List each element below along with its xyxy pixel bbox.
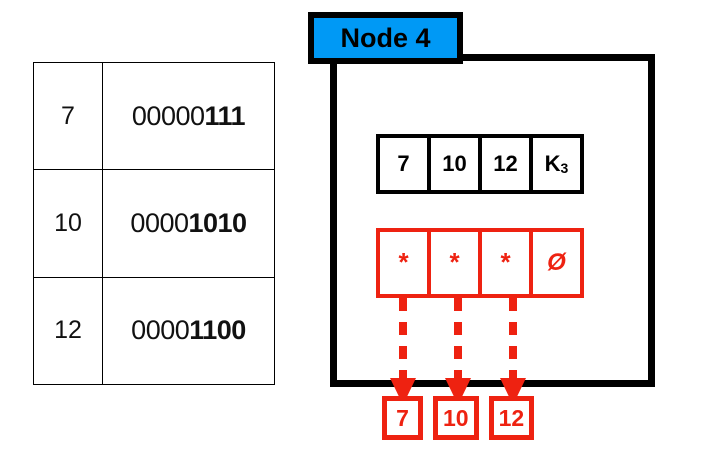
- pointer-cell: *: [376, 228, 431, 298]
- pointer-cell: *: [427, 228, 482, 298]
- pointer-arrow-icon: [500, 298, 526, 405]
- binary-prefix: 0000: [130, 207, 189, 238]
- leaf-value-box: 7: [382, 396, 423, 440]
- pointer-cell: *: [478, 228, 533, 298]
- node-title-label: Node 4: [340, 22, 431, 53]
- key-cell-text: K: [544, 151, 561, 176]
- leaf-value-text: 10: [443, 404, 469, 431]
- null-pointer-icon: Ø: [547, 249, 566, 276]
- key-cell: 10: [427, 134, 482, 194]
- binary-prefix: 00000: [131, 100, 205, 131]
- table-cell-decimal: 12: [33, 276, 103, 386]
- binary-table-body: 7 00000111 10 00001010 12 00001100: [33, 61, 275, 386]
- table-row: 10 00001010: [33, 169, 275, 278]
- binary-suffix: 1010: [188, 207, 248, 238]
- table-cell-decimal: 10: [33, 169, 103, 278]
- key-cell-text: 7: [397, 151, 410, 176]
- pointer-star-icon: *: [500, 247, 511, 278]
- leaf-value-row: 7 10 12: [382, 396, 535, 440]
- pointer-arrow-icon: [445, 298, 471, 405]
- key-cell-subscript: 3: [560, 160, 569, 176]
- binary-suffix: 1100: [189, 315, 246, 346]
- table-row: 7 00000111: [33, 61, 275, 171]
- binary-table: 7 00000111 10 00001010 12 00001100: [33, 61, 275, 386]
- key-cell-text: 10: [442, 151, 467, 176]
- leaf-value-box: 10: [433, 396, 479, 440]
- table-cell-binary: 00001010: [102, 169, 275, 278]
- node-boundary-box: [330, 54, 655, 387]
- key-cell: 12: [478, 134, 533, 194]
- table-row: 12 00001100: [33, 276, 275, 386]
- table-cell-decimal: 7: [33, 61, 103, 171]
- node-title-tab: Node 4: [308, 12, 463, 64]
- table-cell-binary: 00001100: [102, 276, 275, 386]
- pointer-star-icon: *: [398, 247, 409, 278]
- binary-suffix: 111: [204, 100, 246, 131]
- pointer-star-icon: *: [449, 247, 460, 278]
- leaf-value-text: 7: [396, 404, 409, 431]
- leaf-value-box: 12: [488, 396, 535, 440]
- binary-prefix: 0000: [131, 315, 190, 346]
- leaf-value-text: 12: [498, 404, 525, 431]
- key-cell-text: 12: [493, 151, 518, 176]
- table-cell-binary: 00000111: [102, 61, 275, 171]
- pointer-arrow-icon: [390, 298, 416, 405]
- key-cell: 7: [376, 134, 431, 194]
- pointer-array: * * * Ø: [376, 228, 584, 298]
- pointer-cell: Ø: [529, 228, 584, 298]
